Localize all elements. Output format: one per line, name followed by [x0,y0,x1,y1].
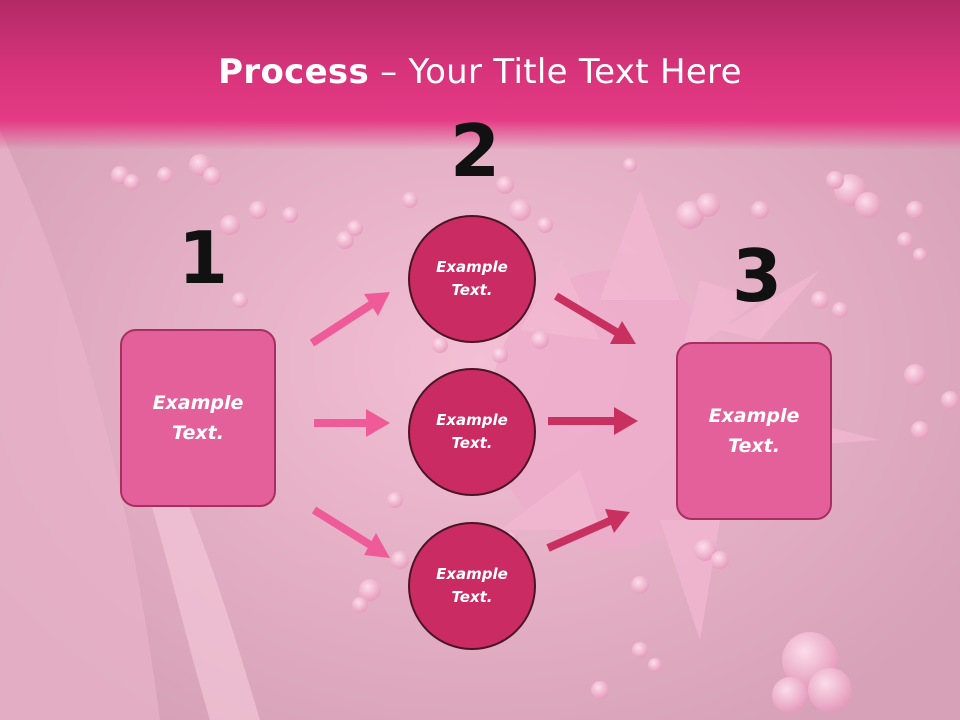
step-number-3: 3 [732,234,783,318]
arrow-left-up [309,292,390,347]
arrow-right-middle [548,407,638,435]
arrow-left-down [311,506,390,558]
circle-middle-line1: Example [436,411,508,429]
step-1-box-line2: Text. [172,422,224,444]
title-rest: – Your Title Text Here [369,52,742,92]
circle-middle-line2: Text. [451,434,493,452]
arrow-left-middle [314,409,390,437]
step-2-circle-middle[interactable]: Example Text. [408,368,536,496]
circle-bottom-line1: Example [436,565,508,583]
step-number-1: 1 [178,216,229,300]
arrow-right-up [546,509,630,552]
circle-bottom-line2: Text. [451,588,493,606]
arrow-right-down [553,292,636,344]
slide-title: Process – Your Title Text Here [0,52,960,92]
step-3-box-line2: Text. [728,435,780,457]
circle-top-line1: Example [436,258,508,276]
step-2-circle-top[interactable]: Example Text. [408,215,536,343]
step-3-box-line1: Example [708,405,800,427]
step-number-2: 2 [450,109,501,193]
circle-top-line2: Text. [451,281,493,299]
title-bar [0,0,960,150]
title-bold: Process [218,52,370,92]
step-1-box-line1: Example [152,392,244,414]
step-3-box[interactable]: Example Text. [676,342,832,520]
step-1-box[interactable]: Example Text. [120,329,276,507]
step-2-circle-bottom[interactable]: Example Text. [408,522,536,650]
